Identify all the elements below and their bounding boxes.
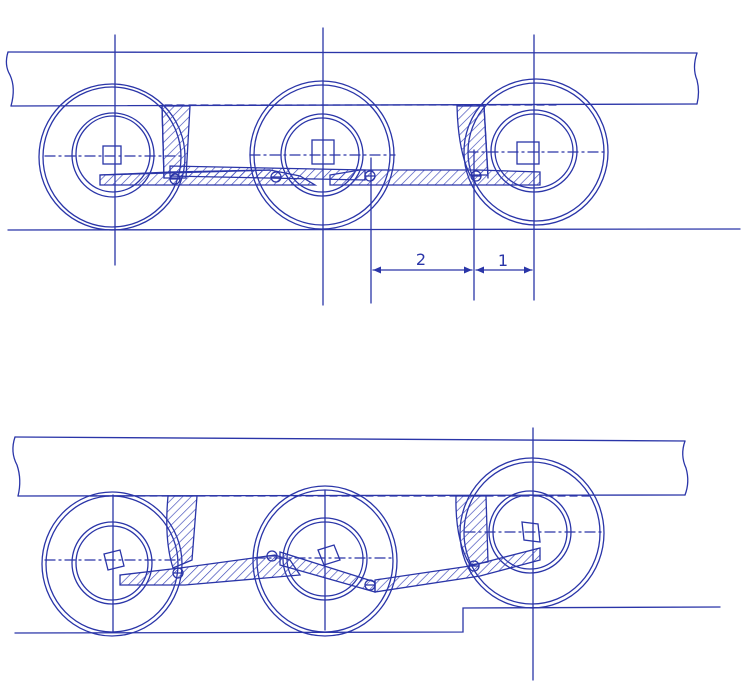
top-wheel-middle: [249, 27, 396, 306]
top-pivot-pins: [169, 170, 482, 185]
bottom-assembly: [12, 427, 721, 681]
dimension-label-2: 2: [416, 250, 426, 269]
bottom-chassis-frame: [12, 436, 689, 497]
top-ground-line: [7, 228, 741, 231]
bottom-pivot-pins: [172, 550, 480, 591]
top-chassis-frame: [5, 51, 700, 107]
top-wheel-left: [38, 34, 186, 266]
top-bracket-right: [456, 105, 489, 179]
bottom-wheel-left: [41, 491, 183, 637]
bottom-ground-step: [14, 606, 721, 634]
top-bracket-left: [161, 105, 191, 179]
top-beam-link: [169, 165, 366, 181]
top-dimension-lines: [370, 149, 533, 304]
bottom-bracket-right: [455, 495, 489, 566]
bottom-bracket-left: [166, 495, 198, 569]
dimension-label-1: 1: [498, 251, 508, 270]
top-beam-right: [329, 169, 541, 186]
top-assembly: [5, 27, 741, 306]
